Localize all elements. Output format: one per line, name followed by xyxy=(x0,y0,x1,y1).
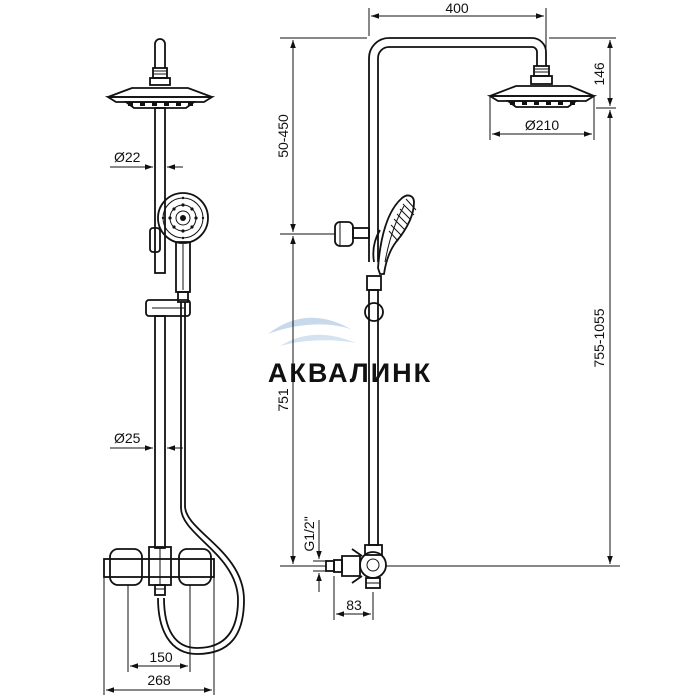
watermark-text: АКВАЛИНК xyxy=(268,358,432,388)
dim-total-height: 755-1055 xyxy=(591,308,607,367)
dim-wall-offset: 83 xyxy=(346,597,362,613)
front-hand-shower xyxy=(157,192,209,303)
front-dim-150: 150 xyxy=(130,649,188,669)
dim-mixer-width: 268 xyxy=(147,672,171,688)
side-dim-50-450: 50-450 xyxy=(275,37,367,235)
side-dim-146: 146 xyxy=(549,37,616,109)
dim-mixer-to-holder: 751 xyxy=(275,388,291,412)
side-overhead-head xyxy=(486,85,598,108)
dim-adjust-range: 50-450 xyxy=(275,114,291,158)
watermark: АКВАЛИНК xyxy=(268,317,432,388)
front-dim-d25: Ø25 xyxy=(110,430,183,451)
side-lower-riser xyxy=(368,289,379,546)
front-hose xyxy=(157,302,245,655)
side-dim-thread: G1/2" xyxy=(301,516,330,592)
side-dim-83: 83 xyxy=(333,576,374,620)
front-mixer xyxy=(103,546,215,596)
front-dim-268: 268 xyxy=(103,577,215,695)
dim-head-diameter: Ø210 xyxy=(525,117,559,133)
dim-riser-diameter: Ø25 xyxy=(114,430,141,446)
front-arm-tip xyxy=(149,38,171,86)
side-wall-bracket xyxy=(334,221,370,247)
front-view: Ø22 xyxy=(103,38,245,695)
dim-hand-bar-diameter: Ø22 xyxy=(114,149,141,165)
watermark-wave-icon xyxy=(268,317,356,346)
side-dim-755-1055: 755-1055 xyxy=(591,110,613,564)
side-dim-d210: Ø210 xyxy=(489,96,595,140)
front-inlets xyxy=(127,585,191,672)
front-lower-riser xyxy=(154,315,166,549)
side-hand-shower xyxy=(372,194,417,275)
dim-inlet-spacing: 150 xyxy=(149,649,173,665)
front-dim-d22: Ø22 xyxy=(110,149,183,170)
side-dim-400: 400 xyxy=(368,0,547,62)
dim-reach: 400 xyxy=(445,0,469,16)
front-overhead-head xyxy=(104,87,216,109)
dim-thread: G1/2" xyxy=(301,516,317,551)
dim-head-height: 146 xyxy=(591,62,607,86)
front-wall-bracket xyxy=(149,227,161,253)
side-mixer xyxy=(325,544,387,589)
side-arm-connector xyxy=(530,65,553,85)
side-arm xyxy=(368,37,547,262)
front-upper-riser xyxy=(154,107,166,274)
front-slider-holder xyxy=(145,299,191,317)
side-dim-751: 751 xyxy=(275,236,326,567)
side-view: 400 146 Ø210 50-450 751 xyxy=(275,0,620,620)
side-slider xyxy=(364,275,384,322)
